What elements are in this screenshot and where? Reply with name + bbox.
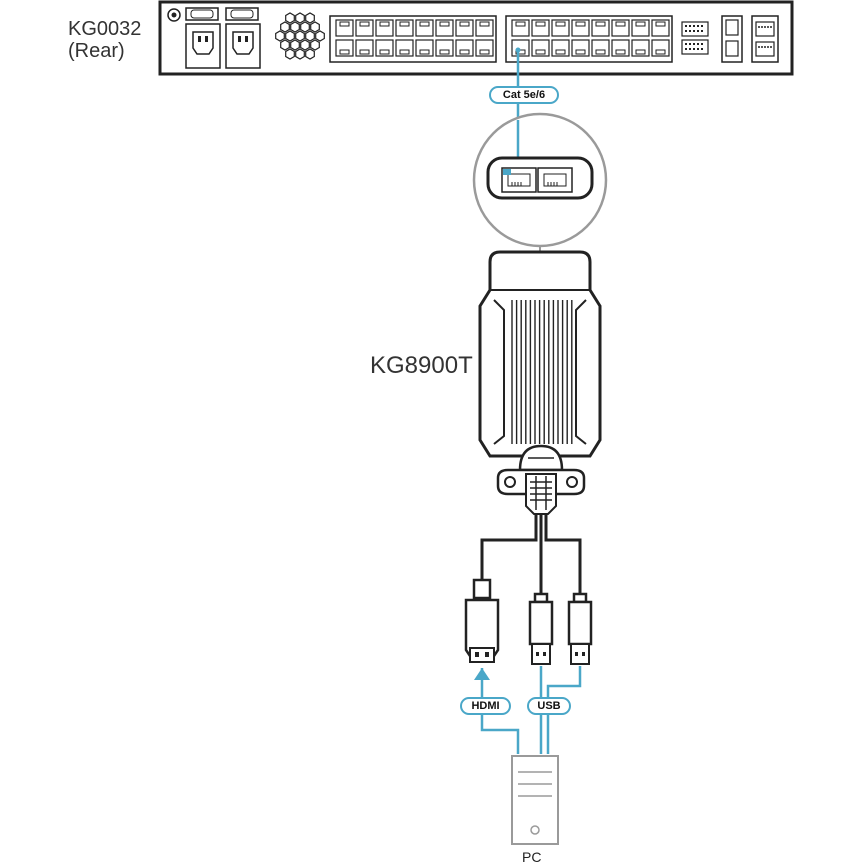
fan-grille-icon xyxy=(275,12,325,60)
pc-label: PC xyxy=(522,849,542,865)
power-inlet-icon xyxy=(185,23,261,69)
pc-tower-icon xyxy=(511,755,559,845)
kg8900t-adapter xyxy=(478,250,602,515)
usb-connector-icon xyxy=(528,592,593,665)
hdmi-connector-icon xyxy=(464,578,500,663)
port-magnifier xyxy=(472,112,608,260)
cable-label-cat: Cat 5e/6 xyxy=(489,86,559,104)
switch-label: KG0032 (Rear) xyxy=(68,18,141,62)
usb-port-icon xyxy=(751,15,779,63)
adapter-label: KG8900T xyxy=(370,352,473,379)
breakout-cables xyxy=(480,514,582,596)
switch-view: (Rear) xyxy=(68,40,125,62)
switch-name: KG0032 xyxy=(68,18,142,40)
arrow-up-icon xyxy=(474,668,490,680)
power-switch-icon xyxy=(185,7,259,21)
cable-label-hdmi: HDMI xyxy=(460,697,511,715)
cable-label-usb: USB xyxy=(527,697,571,715)
rj45-port-icon xyxy=(335,19,670,57)
lan-port-icon xyxy=(721,15,743,63)
dip-switch-icon xyxy=(681,21,709,55)
kg0032-rear-panel xyxy=(158,0,794,76)
